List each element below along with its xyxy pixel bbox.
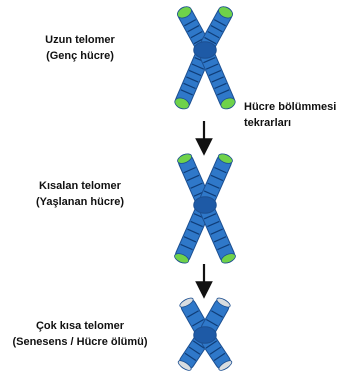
centromere <box>194 197 217 214</box>
chromosome-very-short-telomere <box>177 296 233 372</box>
chromosome-shortening-telomere <box>173 152 237 265</box>
centromere <box>194 42 217 59</box>
chromosome-long-telomere <box>173 4 237 111</box>
centromere <box>194 327 217 344</box>
